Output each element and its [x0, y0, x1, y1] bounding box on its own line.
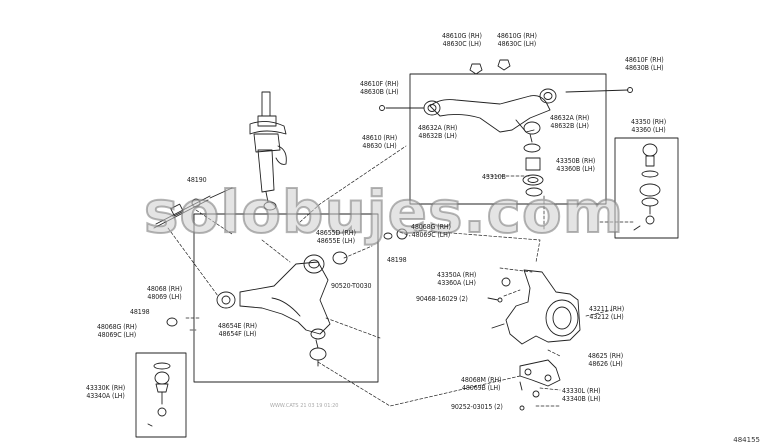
label-43350a: 43350A (RH) 43360A (LH) — [437, 271, 477, 287]
catalog-stamp: WWW.CATS 21 03 19 01:20 — [270, 403, 339, 409]
upper-control-arm — [423, 88, 557, 197]
label-48610f-left: 48610F (RH) 48630B (LH) — [360, 80, 399, 96]
label-48655d: 48655D (RH) 48655E (LH) — [316, 229, 356, 245]
label-48198-mid: 48198 — [387, 256, 407, 264]
label-43211: 43211 (RH) 43212 (LH) — [589, 305, 625, 321]
bolt-48610f-right — [565, 89, 629, 93]
label-48632a-left: 48632A (RH) 48632B (LH) — [418, 124, 458, 140]
lower-control-arm — [216, 251, 348, 367]
label-48610: 48610 (RH) 48630 (LH) — [362, 134, 398, 150]
upper-arm-frame — [409, 73, 607, 205]
label-48068g-left: 48068G (RH) 48069C (LH) — [97, 323, 137, 339]
label-43350b: 43350B (RH) 43360B (LH) — [556, 157, 596, 173]
lower-arm-frame — [193, 213, 379, 383]
steering-arm — [519, 359, 561, 411]
washer-48068g-mid — [396, 228, 408, 240]
lower-ball-joint-frame — [135, 352, 187, 438]
label-48632a-right: 48632A (RH) 48632B (LH) — [550, 114, 590, 130]
label-43350-right: 43350 (RH) 43360 (LH) — [631, 118, 667, 134]
label-90520: 90520-T0030 — [331, 282, 372, 290]
label-48068g-mid: 48068G (RH) 48069C (LH) — [411, 223, 451, 239]
upper-ball-joint-frame — [614, 137, 679, 239]
upper-ball-joint — [633, 143, 661, 231]
nut-48610g-right — [497, 59, 511, 71]
label-48198-left: 48198 — [130, 308, 150, 316]
label-43310b: 43310B — [482, 173, 506, 181]
label-90252: 90252-03015 (2) — [451, 403, 503, 411]
label-48610g-left: 48610G (RH) 48630C (LH) — [442, 32, 482, 48]
lower-ball-joint — [147, 362, 171, 427]
label-48610g-right: 48610G (RH) 48630C (LH) — [497, 32, 537, 48]
label-48068-upper: 48068 (RH) 48069 (LH) — [147, 285, 183, 301]
label-48610f-right: 48610F (RH) 48630B (LH) — [625, 56, 664, 72]
figure-number: 484155 — [733, 436, 760, 444]
label-43330k: 43330K (RH) 43340A (LH) — [86, 384, 126, 400]
label-48068m: 48068M (RH) 48069B (LH) — [461, 376, 502, 392]
label-48625: 48625 (RH) 48626 (LH) — [588, 352, 624, 368]
label-90468: 90468-16029 (2) — [416, 295, 468, 303]
bolt-48190 — [153, 187, 233, 229]
nut-48610g-left — [469, 63, 483, 75]
steering-knuckle — [487, 269, 581, 345]
label-48654e: 48654E (RH) 48654F (LH) — [218, 322, 257, 338]
label-43330l: 43330L (RH) 43340B (LH) — [562, 387, 601, 403]
shock-absorber — [249, 91, 287, 211]
washer-48068g-left — [166, 317, 178, 327]
label-48190: 48190 — [187, 176, 207, 184]
